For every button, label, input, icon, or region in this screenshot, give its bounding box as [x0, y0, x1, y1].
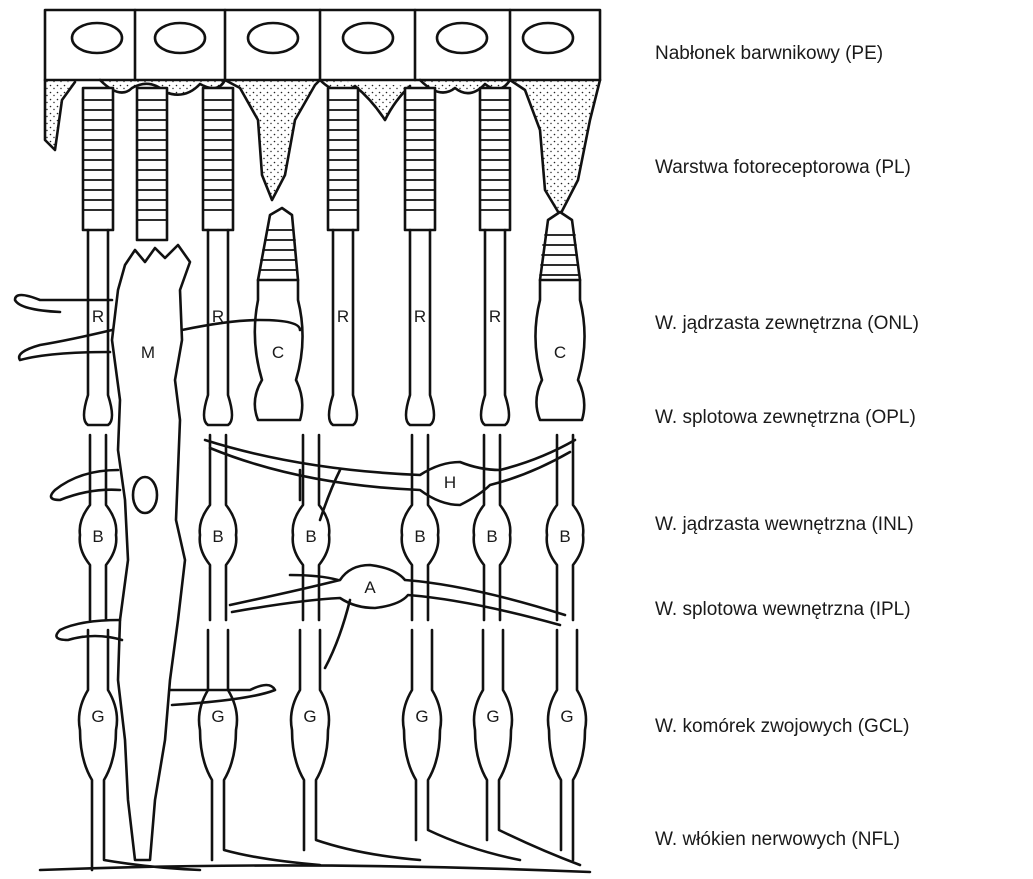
ganglion-cells	[40, 630, 590, 872]
ganglion-letter: G	[560, 707, 573, 726]
rod-letter: R	[414, 307, 426, 326]
pigment-epithelium	[45, 10, 600, 215]
layer-label-inl: W. jądrzasta wewnętrzna (INL)	[655, 515, 914, 534]
rod-letter: R	[337, 307, 349, 326]
bipolar-letter: B	[486, 527, 497, 546]
horizontal-cell	[205, 440, 575, 520]
cone-letter: C	[272, 343, 284, 362]
layer-label-opl: W. splotowa zewnętrzna (OPL)	[655, 408, 916, 427]
cone-striations	[260, 230, 579, 275]
bipolar-letter: B	[212, 527, 223, 546]
layer-label-pe: Nabłonek barwnikowy (PE)	[655, 44, 883, 63]
amacrine-letter: A	[364, 578, 376, 597]
layer-label-onl: W. jądrzasta zewnętrzna (ONL)	[655, 314, 919, 333]
layer-label-pl: Warstwa fotoreceptorowa (PL)	[655, 158, 911, 177]
ganglion-letter: G	[211, 707, 224, 726]
rod-letter: R	[92, 307, 104, 326]
ganglion-letter: G	[303, 707, 316, 726]
ganglion-letter: G	[486, 707, 499, 726]
ganglion-letter: G	[415, 707, 428, 726]
muller-letter: M	[141, 343, 155, 362]
bipolar-letter: B	[559, 527, 570, 546]
cone-letter: C	[554, 343, 566, 362]
bipolar-letter: B	[305, 527, 316, 546]
ganglion-letter: G	[91, 707, 104, 726]
bipolar-cells	[80, 435, 584, 620]
layer-label-ipl: W. splotowa wewnętrzna (IPL)	[655, 600, 911, 619]
retina-diagram: R R R R R C C M H B B B B B B A G G G G …	[0, 0, 610, 879]
muller-cell	[15, 245, 300, 860]
bipolar-letter: B	[414, 527, 425, 546]
amacrine-cell	[230, 565, 565, 668]
rod-letter: R	[212, 307, 224, 326]
rod-letter: R	[489, 307, 501, 326]
layer-label-nfl: W. włókien nerwowych (NFL)	[655, 830, 900, 849]
layer-label-gcl: W. komórek zwojowych (GCL)	[655, 717, 909, 736]
horizontal-letter: H	[444, 473, 456, 492]
bipolar-letter: B	[92, 527, 103, 546]
